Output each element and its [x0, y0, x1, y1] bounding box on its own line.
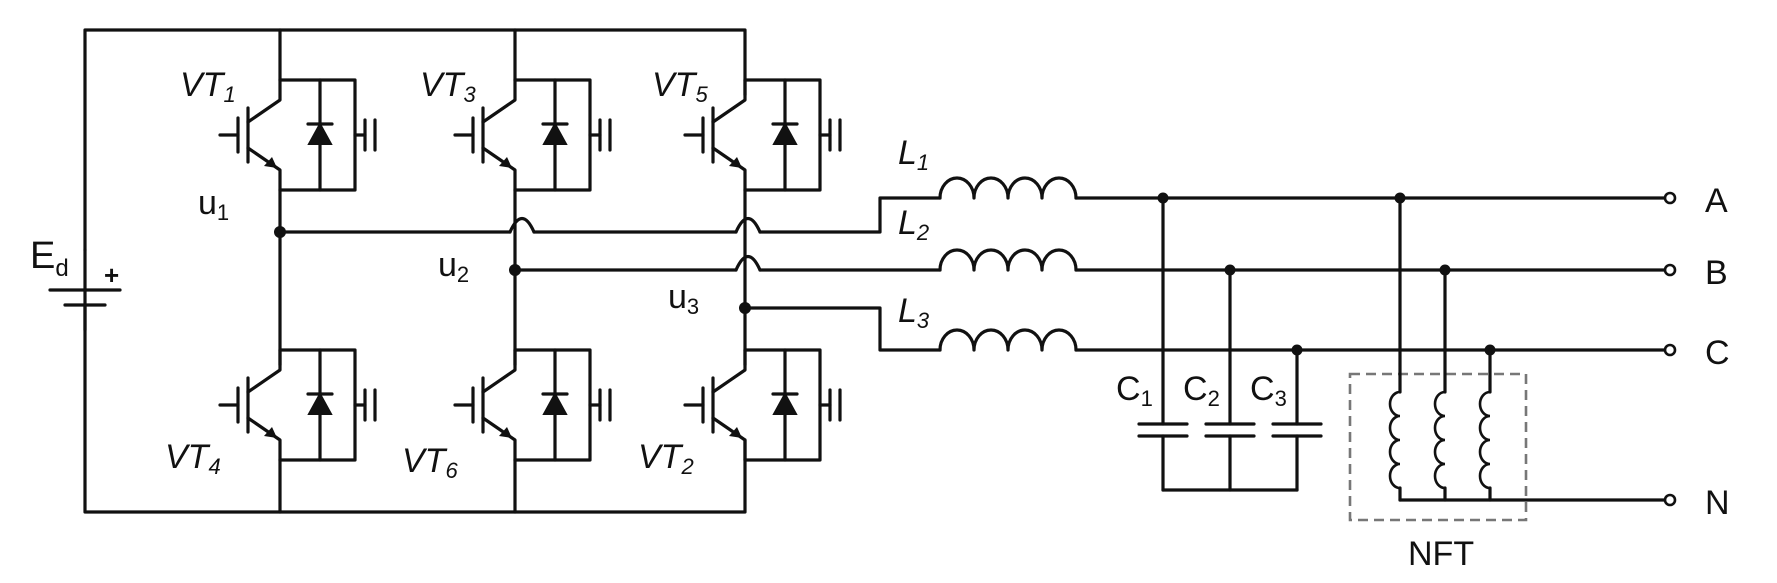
diode-triangle — [307, 121, 333, 145]
terminal-b[interactable] — [1663, 263, 1677, 277]
diode-triangle — [772, 391, 798, 415]
igbt-emitter — [481, 416, 517, 462]
diode-triangle — [542, 391, 568, 415]
vt5-label: VT5 — [652, 66, 708, 107]
igbt-emitter — [246, 416, 282, 462]
igbt-collector — [711, 348, 747, 394]
terminal-n[interactable] — [1663, 493, 1677, 507]
inductor-l3: L3 — [898, 292, 1668, 352]
nft-winding-1 — [1388, 390, 1401, 490]
source-plus-sign: + — [104, 260, 119, 290]
diode-triangle — [772, 121, 798, 145]
nft-dashed-box — [1348, 372, 1528, 522]
igbt-emitter-arrow — [264, 157, 277, 168]
nft-winding-2 — [1433, 390, 1446, 490]
igbt-collector — [246, 78, 282, 124]
c3-label: C3 — [1250, 370, 1287, 411]
igbt-collector — [481, 78, 517, 124]
dc-bus — [83, 28, 747, 514]
switch-vt3 — [453, 78, 612, 192]
filter-capacitor-bank: C1 C2 C3 — [1116, 192, 1323, 492]
igbt-collector — [246, 348, 282, 394]
neutral-forming-transformer: NFT — [1348, 192, 1668, 573]
inductor-l1: L1 — [898, 134, 1668, 200]
vt4-label: VT4 — [165, 438, 221, 479]
nft-label: NFT — [1408, 535, 1474, 573]
igbt-collector — [481, 348, 517, 394]
igbt-emitter-arrow — [264, 427, 277, 438]
c1-label: C1 — [1116, 370, 1153, 411]
igbt-emitter — [711, 416, 747, 462]
igbt-emitter-arrow — [499, 157, 512, 168]
wire-crossover — [734, 254, 762, 272]
source-label: Ed — [30, 235, 69, 282]
c2-label: C2 — [1183, 370, 1220, 411]
terminal-b-label: B — [1705, 254, 1728, 292]
igbt-emitter-arrow — [729, 427, 742, 438]
node-u3-label: u3 — [668, 278, 699, 319]
phase-leg-2 — [509, 188, 942, 367]
node-u2-label: u2 — [438, 246, 469, 287]
switch-vt1 — [218, 78, 377, 192]
switch-vt2 — [683, 348, 842, 462]
terminal-c[interactable] — [1663, 343, 1677, 357]
diode-triangle — [307, 391, 333, 415]
l1-label: L1 — [898, 134, 929, 175]
phase-leg-1 — [274, 188, 942, 367]
l2-label: L2 — [898, 204, 929, 245]
switch-vt6 — [453, 348, 612, 462]
node-u1-label: u1 — [198, 184, 229, 225]
phase-leg-3 — [739, 188, 942, 367]
l3-label: L3 — [898, 292, 930, 333]
vt3-label: VT3 — [420, 66, 476, 107]
switch-vt4 — [218, 348, 377, 462]
igbt-emitter — [246, 146, 282, 192]
dc-source-battery: Ed + — [30, 235, 122, 332]
terminal-a[interactable] — [1663, 191, 1677, 205]
igbt-emitter — [481, 146, 517, 192]
wire-crossover — [734, 216, 762, 234]
switch-vt5 — [683, 78, 842, 192]
diode-triangle — [542, 121, 568, 145]
vt6-label: VT6 — [402, 442, 458, 483]
output-terminals: A B C N — [1663, 182, 1730, 522]
terminal-a-label: A — [1705, 182, 1728, 220]
vt2-label: VT2 — [638, 438, 694, 479]
terminal-n-label: N — [1705, 484, 1730, 522]
vt1-label: VT1 — [180, 66, 236, 107]
igbt-emitter-arrow — [499, 427, 512, 438]
inductor-l2: L2 — [898, 204, 1668, 272]
terminal-c-label: C — [1705, 334, 1730, 372]
igbt-emitter — [711, 146, 747, 192]
igbt-collector — [711, 78, 747, 124]
nft-winding-3 — [1478, 390, 1491, 490]
wire-crossover — [508, 216, 536, 234]
igbt-emitter-arrow — [729, 157, 742, 168]
